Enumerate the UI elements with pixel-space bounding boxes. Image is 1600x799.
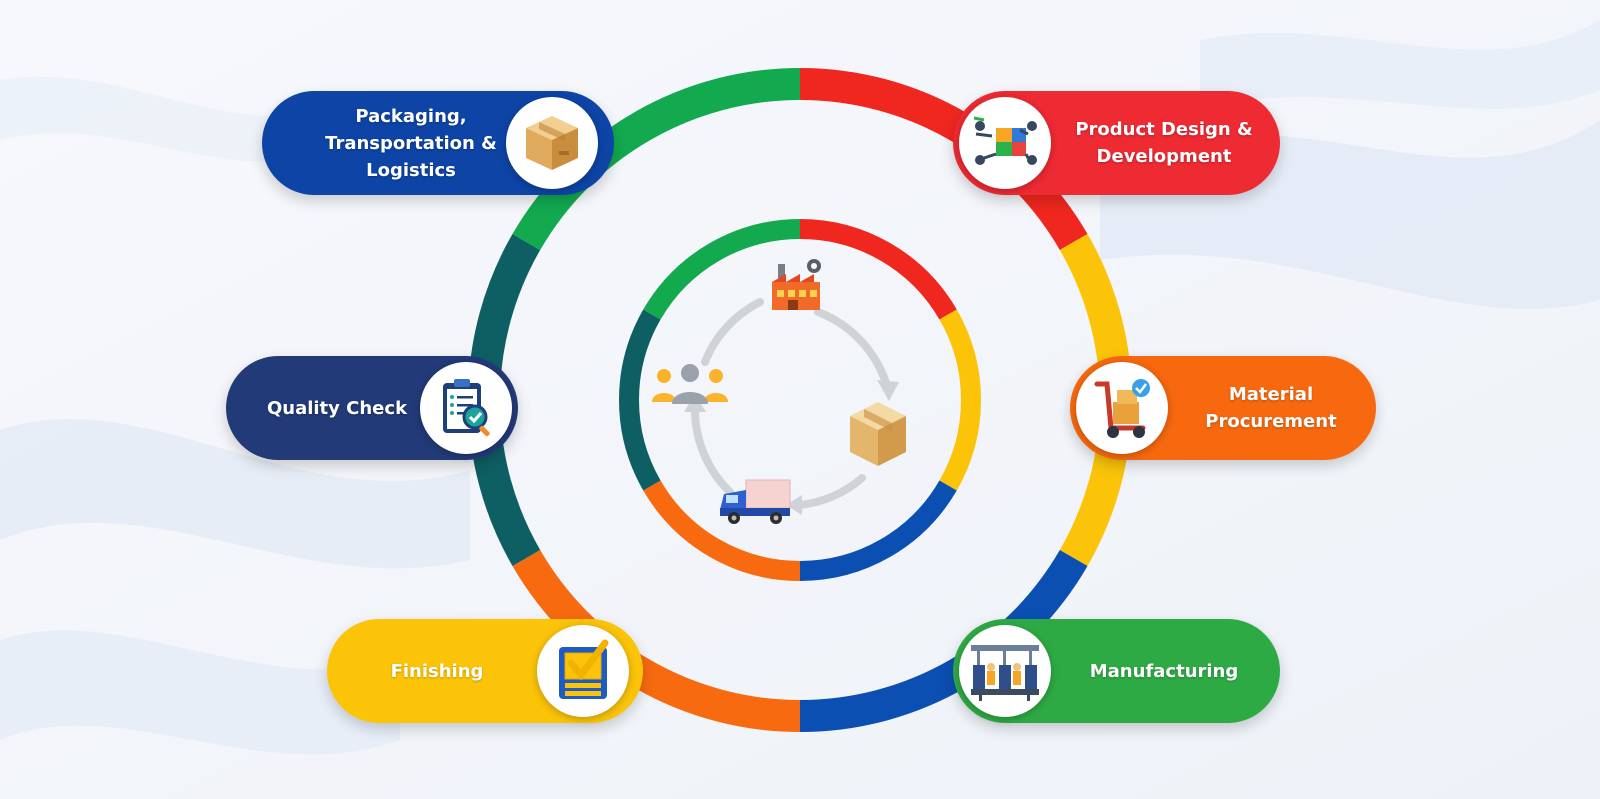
- stage-label: Quality Check: [266, 397, 408, 419]
- inner-ring-segment-blue: [799, 480, 957, 581]
- stage-label: Product Design & Development: [1075, 119, 1253, 167]
- arrow-head-1: [877, 380, 899, 401]
- inner-ring-segment-orange: [643, 480, 801, 581]
- design-puzzle-icon: [959, 97, 1051, 189]
- people-icon: [650, 362, 730, 408]
- cycle-arrow-2: [796, 474, 866, 509]
- box-icon: [846, 398, 910, 474]
- stage-packaging-transportation-logistics: Packaging, Transportation & Logistics: [262, 91, 614, 195]
- stage-quality-check: Quality Check: [226, 356, 518, 460]
- checked-box-icon: [537, 625, 629, 717]
- inner-ring-segment-yellow: [939, 309, 981, 491]
- stage-manufacturing: Manufacturing: [953, 619, 1280, 723]
- stage-label: Material Procurement: [1205, 384, 1337, 432]
- stage-label: Packaging, Transportation & Logistics: [325, 105, 497, 181]
- outer-ring-segment-green: [512, 68, 801, 251]
- cardboard-box-icon: [506, 97, 598, 189]
- stage-finishing: Finishing: [327, 619, 643, 723]
- truck-icon: [716, 476, 792, 530]
- arrow-head-2: [786, 495, 802, 515]
- hand-truck-icon: [1076, 362, 1168, 454]
- stage-label: Finishing: [390, 660, 484, 682]
- inner-ring-segment-red: [799, 219, 957, 320]
- factory-icon: [768, 256, 828, 318]
- cycle-arrow-3: [691, 406, 734, 496]
- inner-ring-segment-green: [643, 219, 801, 320]
- cycle-arrow-1: [814, 308, 891, 390]
- cycle-arrows: [691, 298, 891, 509]
- clipboard-magnifier-icon: [420, 362, 512, 454]
- assembly-line-icon: [959, 625, 1051, 717]
- stage-material-procurement: Material Procurement: [1070, 356, 1376, 460]
- inner-ring-segment-teal: [619, 309, 661, 491]
- cycle-arrow-4: [701, 298, 764, 366]
- stage-product-design-development: Product Design & Development: [953, 91, 1280, 195]
- inner-ring: [619, 219, 981, 581]
- stage-label: Manufacturing: [1089, 660, 1239, 682]
